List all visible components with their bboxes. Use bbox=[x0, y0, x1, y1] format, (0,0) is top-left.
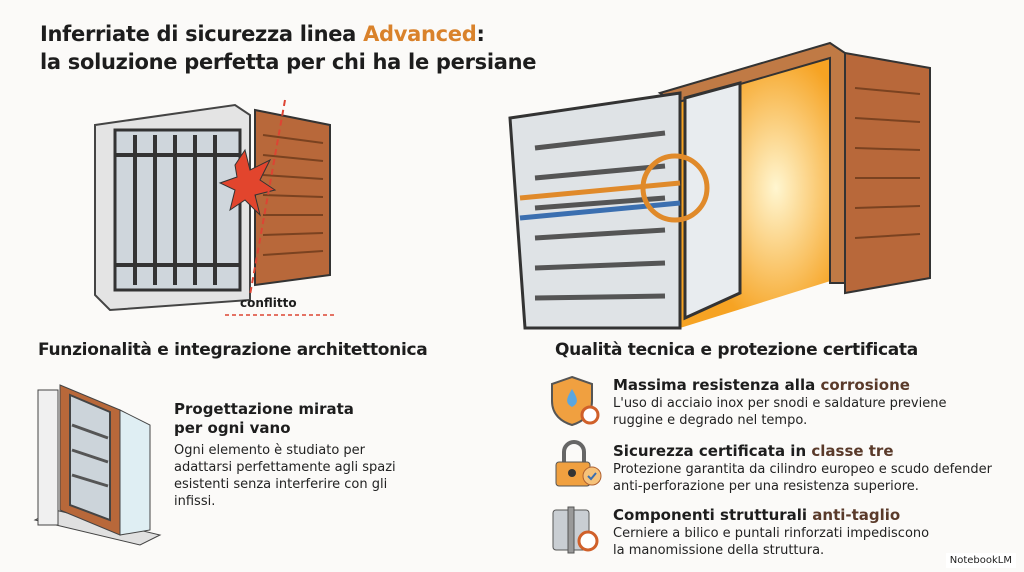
body-line: Ogni elemento è studiato per bbox=[174, 443, 366, 458]
title-line2: la soluzione perfetta per chi ha le pers… bbox=[40, 50, 537, 74]
feature-title: Massima resistenza alla bbox=[613, 376, 821, 394]
feature-corrosion: Massima resistenza alla corrosione L'uso… bbox=[613, 376, 946, 429]
notebooklm-badge: NotebookLM bbox=[945, 553, 1016, 568]
body-line: esistenti senza interferire con gli bbox=[174, 477, 388, 492]
page-title: Inferriate di sicurezza linea Advanced: … bbox=[40, 20, 537, 76]
section-right-heading: Qualità tecnica e protezione certificata bbox=[555, 340, 918, 360]
item-title-line1: Progettazione mirata bbox=[174, 400, 354, 418]
feature-title: Componenti strutturali bbox=[613, 506, 813, 524]
body-line: ruggine e degrado nel tempo. bbox=[613, 413, 808, 428]
title-colon: : bbox=[476, 22, 485, 46]
section-left-heading: Funzionalità e integrazione architettoni… bbox=[38, 340, 428, 360]
title-accent: Advanced bbox=[363, 22, 477, 46]
feature-security-class: Sicurezza certificata in classe tre Prot… bbox=[613, 442, 992, 495]
body-line: la manomissione della struttura. bbox=[613, 543, 825, 558]
body-line: anti-perforazione per una resistenza sup… bbox=[613, 479, 919, 494]
body-line: L'uso di acciaio inox per snodi e saldat… bbox=[613, 396, 947, 411]
grille-conflict-illustration bbox=[94, 99, 335, 316]
feature-title-accent: classe tre bbox=[811, 442, 894, 460]
title-line1: Inferriate di sicurezza linea bbox=[40, 22, 364, 46]
body-line: infissi. bbox=[174, 494, 216, 509]
feature-anti-cut: Componenti strutturali anti-taglio Cerni… bbox=[613, 506, 929, 559]
body-line: Protezione garantita da cilindro europeo… bbox=[613, 462, 992, 477]
shield-drop-icon bbox=[551, 375, 600, 427]
padlock-certified-icon bbox=[555, 440, 602, 487]
advanced-grille-illustration bbox=[508, 41, 931, 330]
conflict-label: conflitto bbox=[240, 296, 297, 310]
window-section-illustration bbox=[33, 384, 162, 546]
hinge-icon bbox=[552, 506, 599, 554]
body-line: Cerniere a bilico e puntali rinforzati i… bbox=[613, 526, 930, 541]
feature-title-accent: anti-taglio bbox=[812, 506, 901, 524]
item-body: Ogni elemento è studiato per adattarsi p… bbox=[174, 442, 396, 510]
feature-title-accent: corrosione bbox=[820, 376, 910, 394]
feature-title: Sicurezza certificata in bbox=[613, 442, 812, 460]
item-title-line2: per ogni vano bbox=[174, 419, 291, 437]
body-line: adattarsi perfettamente agli spazi bbox=[174, 460, 396, 475]
item-design: Progettazione mirata per ogni vano Ogni … bbox=[174, 400, 396, 510]
